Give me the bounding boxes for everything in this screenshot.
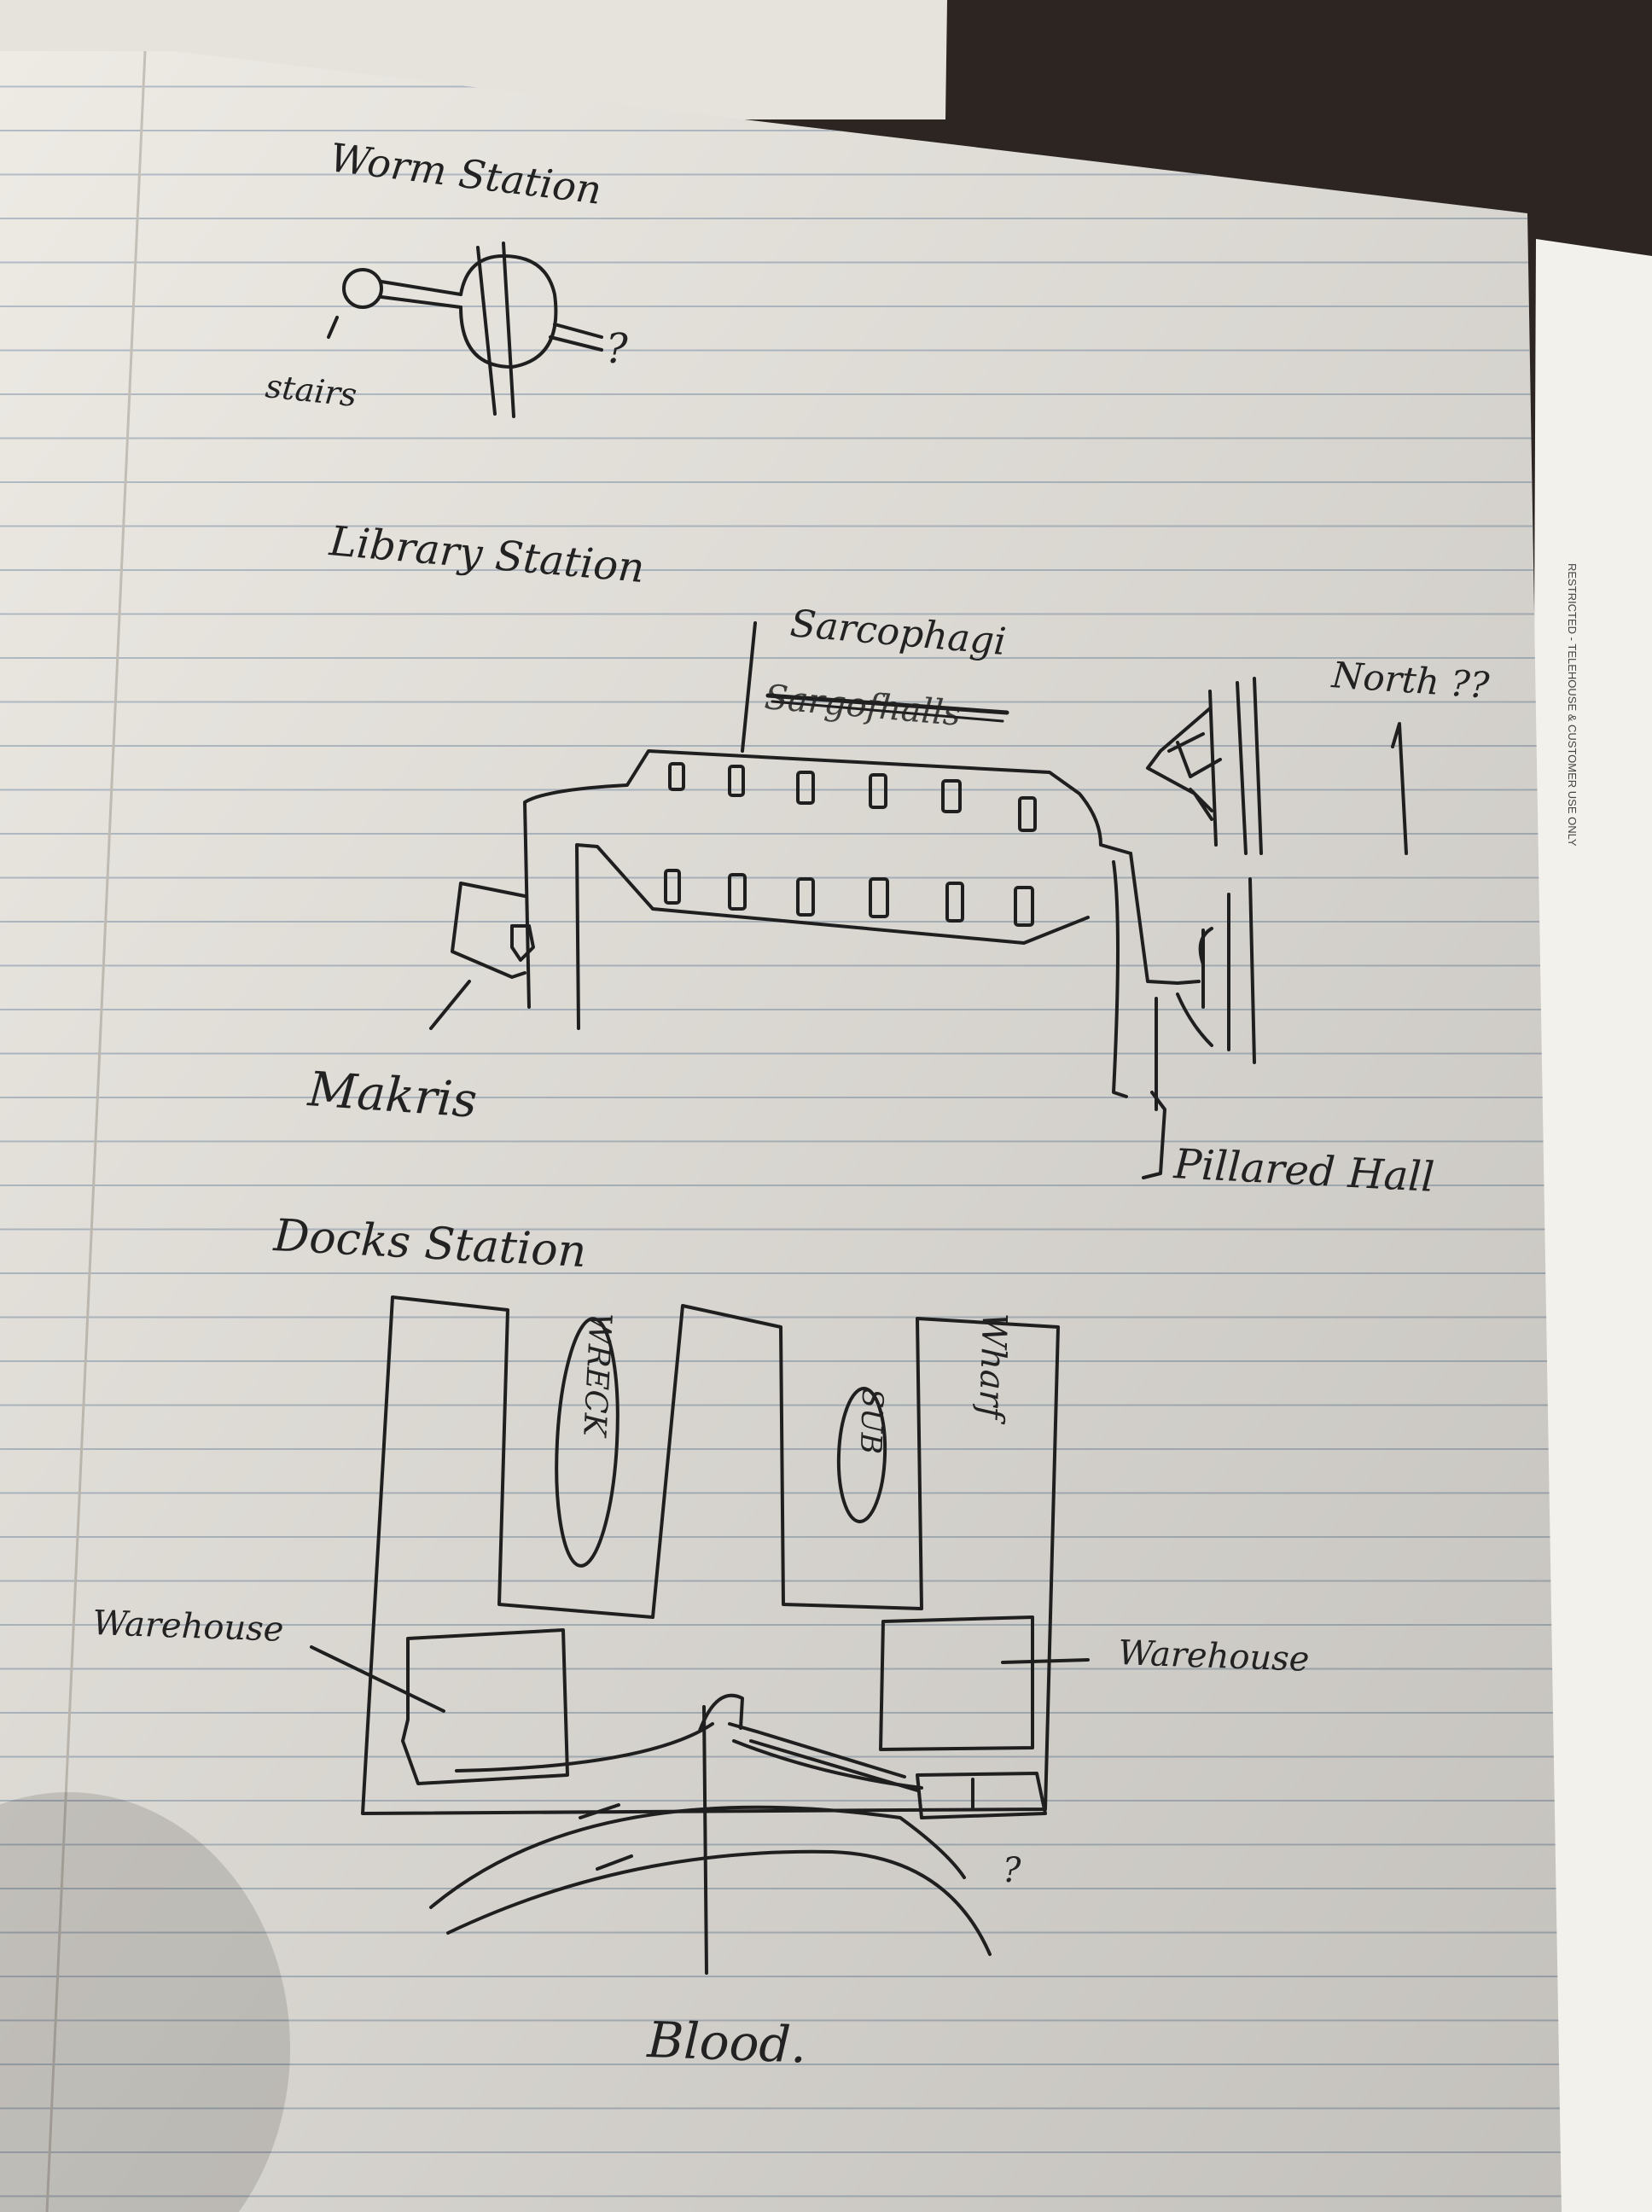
library-station-sketch xyxy=(429,621,1408,1179)
wharf-label: Wharf xyxy=(971,1312,1015,1424)
warehouse-left-label: Warehouse xyxy=(92,1604,285,1650)
wreck-label: WRECK xyxy=(576,1312,618,1439)
docks-station-sketch xyxy=(310,1295,1090,1975)
page-stack-edge xyxy=(1527,239,1652,2212)
worm-station-sketch xyxy=(327,242,603,418)
worm-question-label: ? xyxy=(606,325,628,373)
warehouse-right-label: Warehouse xyxy=(1118,1633,1311,1679)
makris-label: Makris xyxy=(305,1062,479,1129)
side-print-text: RESTRICTED - TELEHOUSE & CUSTOMER USE ON… xyxy=(1566,563,1579,847)
docks-question-label: ? xyxy=(1003,1851,1021,1890)
hand-shadow xyxy=(0,1792,290,2212)
page-shading xyxy=(0,51,1562,2212)
blood-label: Blood. xyxy=(646,2011,808,2075)
sub-label: SUB xyxy=(853,1388,890,1454)
